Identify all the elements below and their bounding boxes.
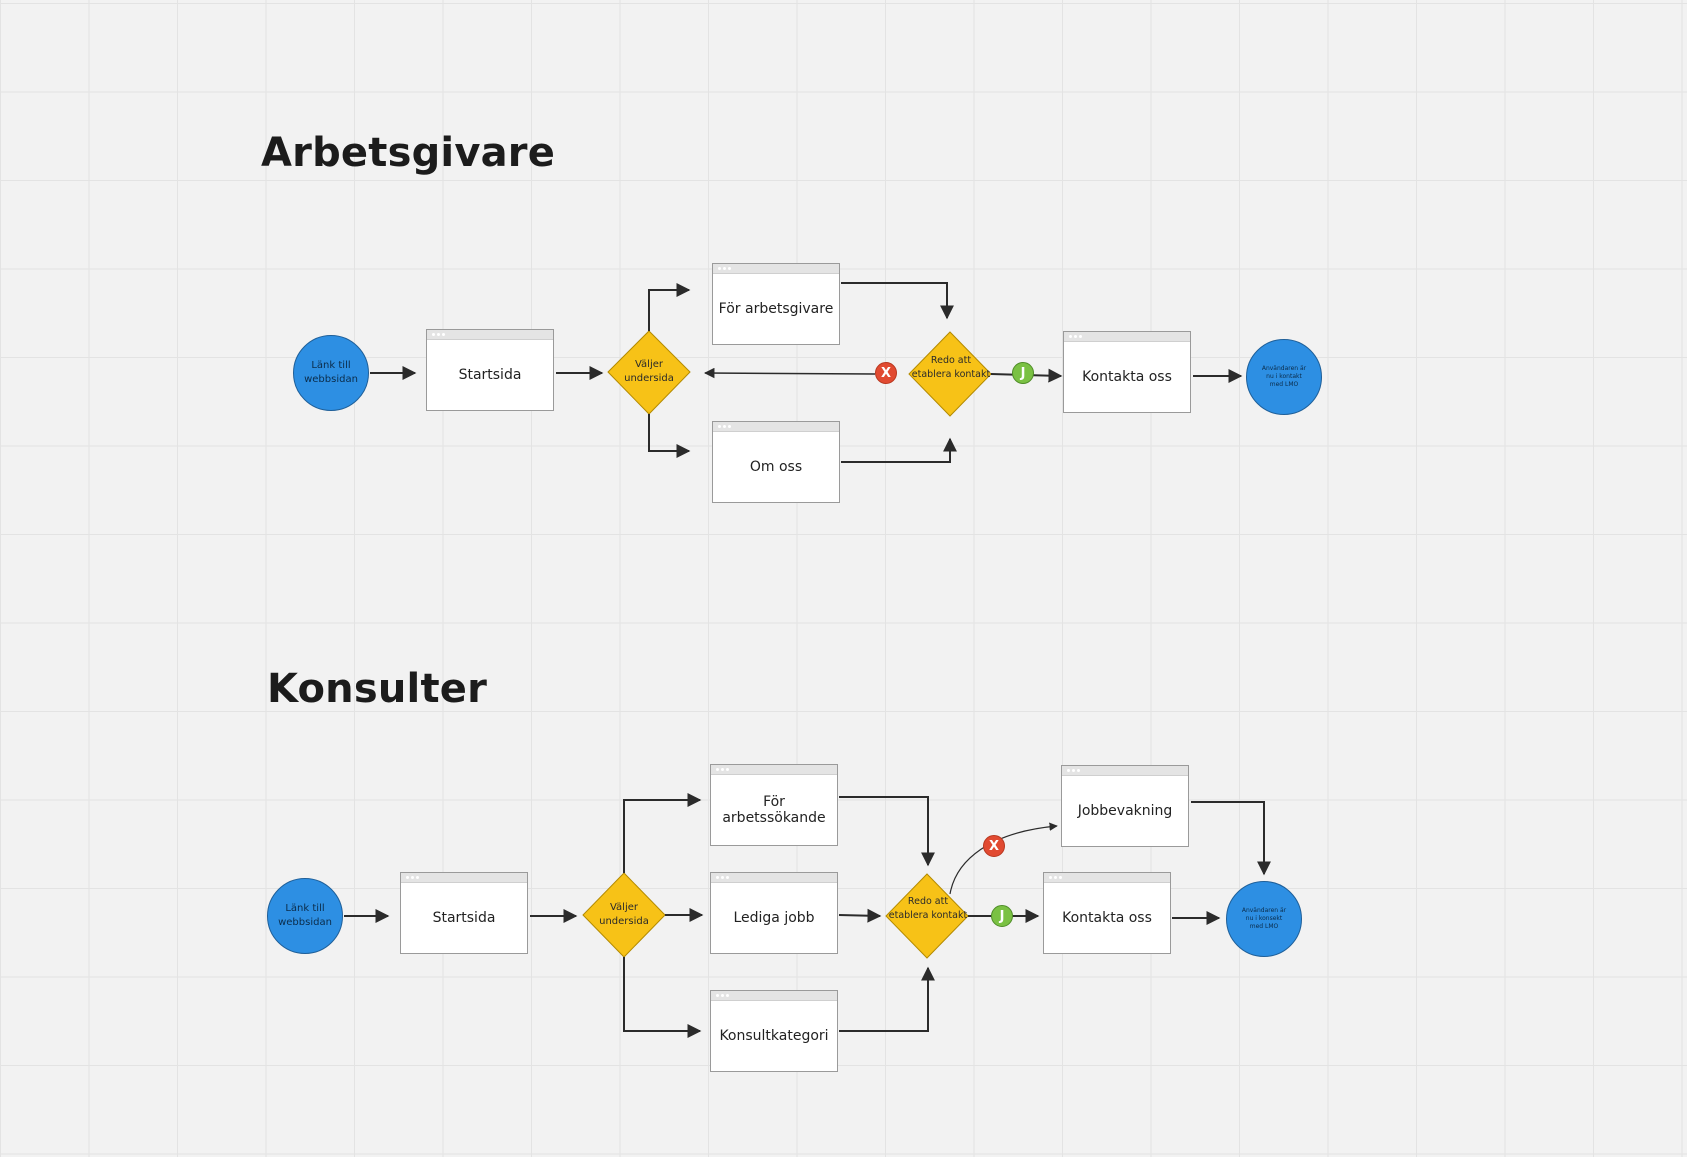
decision-label-ready-contact: Redo att etablera kontakt	[911, 355, 991, 380]
connector	[949, 822, 1058, 895]
no-badge: X	[875, 362, 897, 384]
connector	[623, 957, 702, 1038]
end-node-label: Användaren är nu i konsekt med LMO	[1241, 907, 1287, 930]
connectors-konsulter	[344, 793, 1271, 1038]
page-label: För arbetsgivare	[718, 300, 834, 317]
no-badge: X	[983, 835, 1005, 857]
section-title-arbetsgivare: Arbetsgivare	[261, 130, 556, 176]
end-node-contact[interactable]: Användaren är nu i kontakt med LMO	[1246, 339, 1322, 415]
connector	[703, 367, 876, 379]
connector	[623, 793, 702, 873]
end-node-contact[interactable]: Användaren är nu i konsekt med LMO	[1226, 881, 1302, 957]
page-kontakta-oss[interactable]: Kontakta oss	[1043, 872, 1171, 954]
page-label: För arbetssökande	[722, 793, 826, 826]
page-label: Startsida	[458, 366, 522, 383]
connector	[1191, 801, 1271, 876]
page-lediga-jobb[interactable]: Lediga jobb	[710, 872, 838, 954]
end-node-label: Användaren är nu i kontakt med LMO	[1261, 365, 1307, 388]
page-kontakta-oss[interactable]: Kontakta oss	[1063, 331, 1191, 413]
yes-badge: J	[1012, 362, 1034, 384]
decision-label-choose-subpage: Väljer undersida	[624, 359, 674, 384]
page-startsida[interactable]: Startsida	[400, 872, 528, 954]
connector	[839, 796, 935, 867]
yes-badge: J	[991, 905, 1013, 927]
connector	[838, 908, 882, 923]
page-konsultkategori[interactable]: Konsultkategori	[710, 990, 838, 1072]
section-title-konsulter: Konsulter	[267, 666, 488, 712]
page-om-oss[interactable]: Om oss	[712, 421, 840, 503]
connector	[648, 414, 691, 458]
page-label: Startsida	[432, 909, 496, 926]
page-label: Kontakta oss	[1062, 909, 1152, 926]
start-node-label: Länk till webbsidan	[278, 903, 332, 928]
page-label: Kontakta oss	[1082, 368, 1172, 385]
connector	[648, 283, 691, 331]
page-for-arbetsgivare[interactable]: För arbetsgivare	[712, 263, 840, 345]
page-for-arbetssokande[interactable]: För arbetssökande	[710, 764, 838, 846]
start-node-link[interactable]: Länk till webbsidan	[267, 878, 343, 954]
page-label: Lediga jobb	[733, 909, 815, 926]
connector	[839, 966, 935, 1032]
decision-label-choose-subpage: Väljer undersida	[599, 902, 649, 927]
connector	[841, 282, 954, 320]
decision-diamond-ready-contact-1[interactable]	[908, 331, 992, 417]
page-jobbevakning[interactable]: Jobbevakning	[1061, 765, 1189, 847]
page-label: Konsultkategori	[719, 1027, 829, 1044]
page-label: Om oss	[749, 458, 803, 475]
page-label: Jobbevakning	[1077, 802, 1173, 819]
connector	[841, 437, 957, 463]
decision-diamond-ready-contact-2[interactable]	[885, 873, 969, 959]
start-node-label: Länk till webbsidan	[304, 360, 358, 385]
page-startsida[interactable]: Startsida	[426, 329, 554, 411]
decision-label-ready-contact: Redo att etablera kontakt	[888, 896, 968, 921]
start-node-link[interactable]: Länk till webbsidan	[293, 335, 369, 411]
